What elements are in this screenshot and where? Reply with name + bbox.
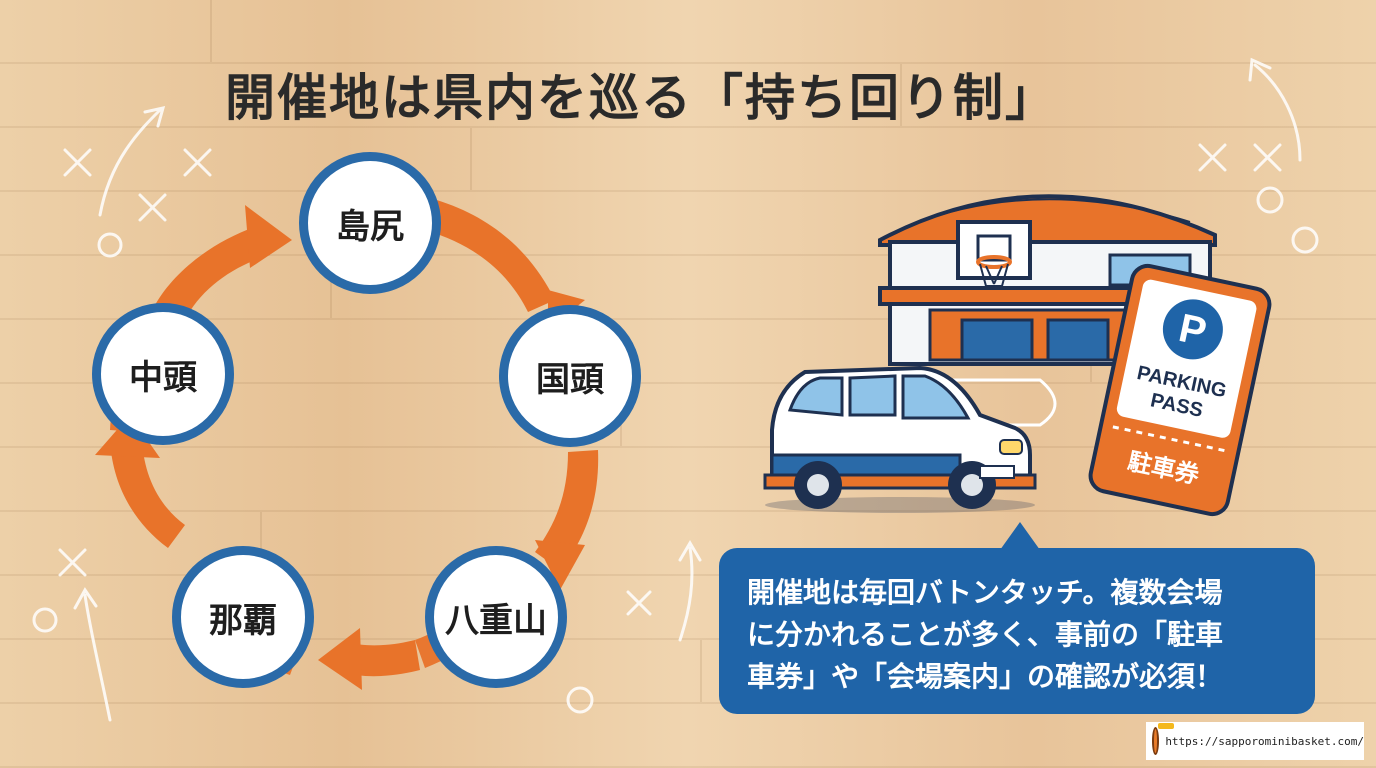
floor-plank [0, 128, 472, 190]
callout-line: に分かれることが多く、事前の「駐車 [747, 618, 1224, 651]
basketball-hoop-icon [956, 220, 1032, 287]
cycle-node-kunigami: 国頭 [499, 305, 641, 447]
court-line [945, 378, 1057, 427]
parking-pass-icon: P PARKING PASS 駐車券 [1088, 263, 1272, 517]
site-url[interactable]: https://sapporominibasket.com/ [1165, 734, 1364, 748]
floor-plank [0, 0, 212, 62]
floor-plank [0, 512, 262, 574]
callout-line: 車券」や「会場案内」の確認が必須！ [747, 660, 1224, 693]
site-credit: https://sapporominibasket.com/ [1146, 722, 1364, 760]
car-icon [763, 365, 1037, 513]
floor-plank [0, 640, 702, 702]
callout-tail [1000, 522, 1040, 550]
floor-plank [0, 64, 902, 126]
cycle-node-nakagami: 中頭 [92, 303, 234, 445]
floor-plank [0, 256, 332, 318]
callout-line: 開催地は毎回バトンタッチ。複数会場 [747, 576, 1223, 609]
mascot-icon [1152, 723, 1175, 755]
cycle-node-shimajiri: 島尻 [299, 152, 441, 294]
info-callout: 開催地は毎回バトンタッチ。複数会場 に分かれることが多く、事前の「駐車 車券」や… [719, 548, 1315, 714]
cycle-node-yaeyama: 八重山 [425, 546, 567, 688]
cycle-node-naha: 那覇 [172, 546, 314, 688]
page-title: 開催地は県内を巡る「持ち回り制」 [225, 69, 1057, 127]
